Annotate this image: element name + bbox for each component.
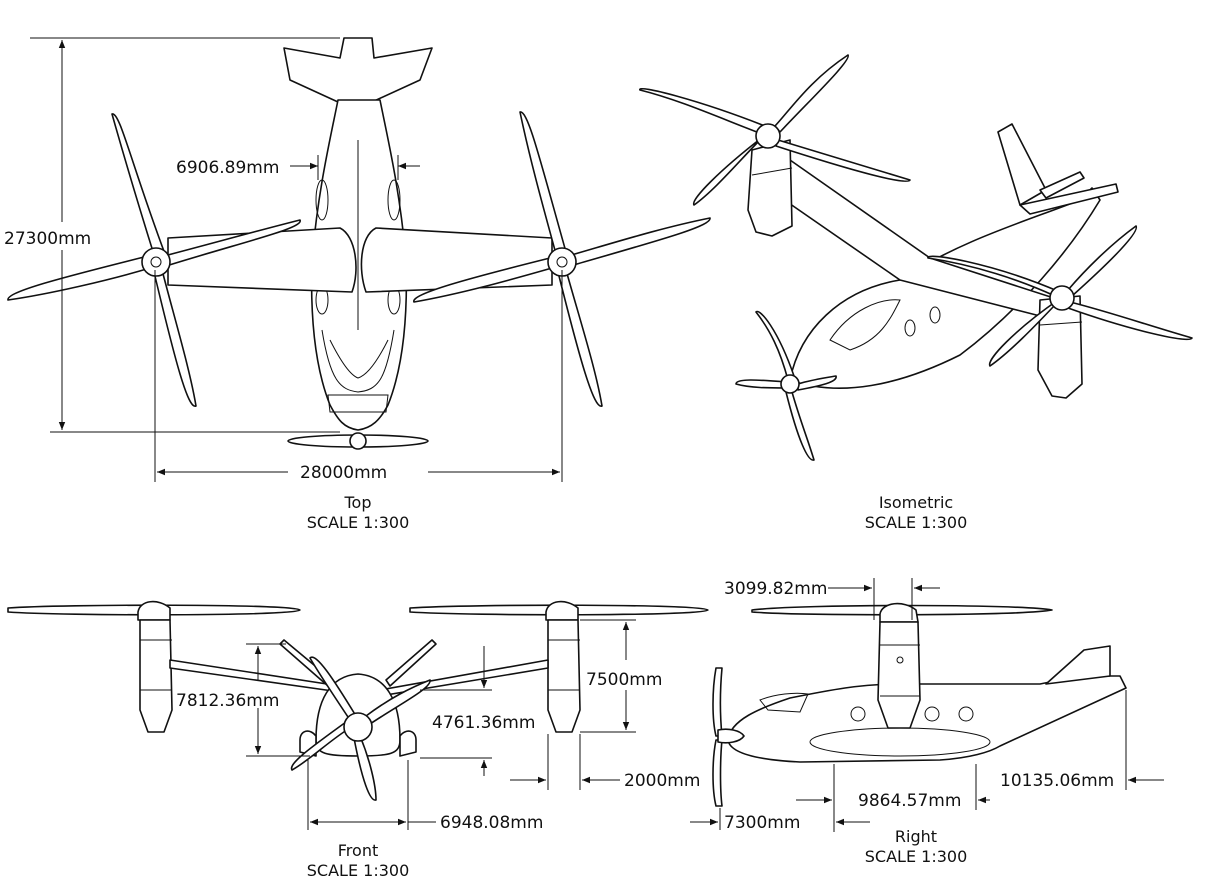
isometric-view bbox=[639, 54, 1193, 461]
top-view bbox=[7, 37, 711, 482]
isometric-view-scale: SCALE 1:300 bbox=[865, 513, 968, 532]
right-view bbox=[690, 578, 1164, 832]
dim-front-fuselage-width: 6948.08mm bbox=[440, 813, 543, 833]
top-view-scale: SCALE 1:300 bbox=[307, 513, 410, 532]
dim-right-nose: 7300mm bbox=[724, 813, 800, 833]
isometric-view-title: Isometric bbox=[879, 493, 953, 512]
right-view-title: Right bbox=[895, 827, 937, 846]
front-view bbox=[7, 600, 709, 830]
dim-front-nacelle-height: 7500mm bbox=[586, 670, 662, 690]
dim-right-rotor-diameter: 3099.82mm bbox=[724, 579, 827, 599]
dim-top-length: 27300mm bbox=[4, 229, 91, 249]
dim-right-mid: 9864.57mm bbox=[858, 791, 961, 811]
front-view-scale: SCALE 1:300 bbox=[307, 861, 410, 880]
dim-front-fuselage-height: 4761.36mm bbox=[432, 713, 535, 733]
dim-top-span: 28000mm bbox=[300, 463, 387, 483]
front-view-title: Front bbox=[338, 841, 378, 860]
dim-front-clearance: 2000mm bbox=[624, 771, 700, 791]
top-view-title: Top bbox=[344, 493, 372, 512]
dim-top-fuselage-width: 6906.89mm bbox=[176, 158, 279, 178]
right-view-scale: SCALE 1:300 bbox=[865, 847, 968, 866]
dim-right-tail: 10135.06mm bbox=[1000, 771, 1114, 791]
dim-front-height: 7812.36mm bbox=[176, 691, 279, 711]
